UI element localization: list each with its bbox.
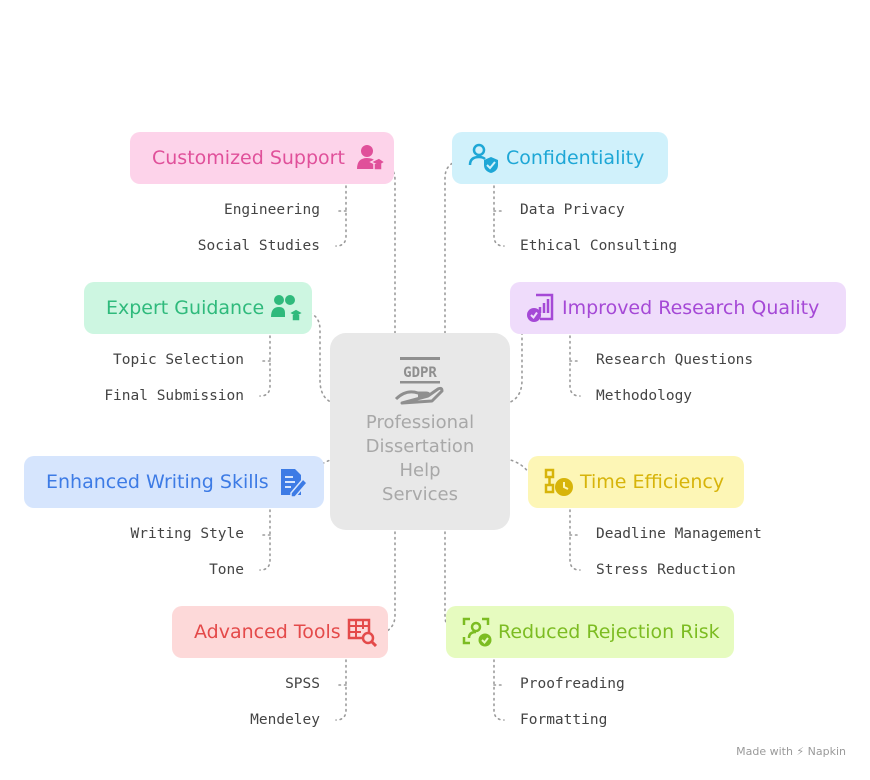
branch-label: Enhanced Writing Skills xyxy=(46,471,269,493)
sub-item: Proofreading xyxy=(520,676,625,692)
sub-item: Deadline Management xyxy=(596,526,762,542)
branch-enhanced-writing-skills: Enhanced Writing Skills xyxy=(24,456,324,508)
sub-item: Topic Selection xyxy=(113,352,244,368)
branch-improved-research-quality: Improved Research Quality xyxy=(510,282,846,334)
mentor-group-icon xyxy=(270,291,304,325)
central-topic-title: Professional Dissertation Help Services xyxy=(365,412,475,505)
document-edit-icon xyxy=(275,465,309,499)
central-topic: GDPR Professional Dissertation Help Serv… xyxy=(330,333,510,530)
sub-item: Engineering xyxy=(223,202,320,218)
branch-label: Customized Support xyxy=(152,147,345,169)
branch-advanced-tools: Advanced Tools xyxy=(172,606,388,658)
table-search-icon xyxy=(345,615,379,649)
sub-item: Research Questions xyxy=(596,352,754,368)
sub-item: Ethical Consulting xyxy=(520,238,678,254)
timeline-clock-icon xyxy=(542,465,576,499)
sub-item: Methodology xyxy=(596,388,693,404)
user-verified-icon xyxy=(460,615,494,649)
gdpr-logo-text: GDPR xyxy=(403,365,437,381)
sub-item: Stress Reduction xyxy=(596,562,736,578)
user-shield-icon xyxy=(466,141,500,175)
sub-item: SPSS xyxy=(285,676,320,692)
sub-item: Formatting xyxy=(520,712,608,728)
sub-item: Mendeley xyxy=(250,712,320,728)
made-with-napkin-credit[interactable]: Made with ⚡ Napkin xyxy=(736,745,846,758)
branch-label: Time Efficiency xyxy=(580,471,725,493)
branch-expert-guidance: Expert Guidance xyxy=(84,282,312,334)
sub-item: Writing Style xyxy=(130,526,245,542)
report-check-icon xyxy=(524,291,558,325)
branch-label: Expert Guidance xyxy=(106,297,265,319)
branch-confidentiality: Confidentiality xyxy=(452,132,668,184)
branch-customized-support: Customized Support xyxy=(130,132,394,184)
gdpr-hand-icon: GDPR xyxy=(394,357,444,405)
sub-item: Social Studies xyxy=(197,238,320,254)
branch-label: Improved Research Quality xyxy=(562,297,820,319)
branch-reduced-rejection-risk: Reduced Rejection Risk xyxy=(446,606,734,658)
sub-item: Tone xyxy=(209,562,244,578)
sub-item: Data Privacy xyxy=(520,202,625,218)
branch-label: Advanced Tools xyxy=(194,621,341,643)
sub-item: Final Submission xyxy=(104,388,244,404)
branch-label: Reduced Rejection Risk xyxy=(498,621,720,643)
graduate-user-icon xyxy=(353,141,387,175)
branch-label: Confidentiality xyxy=(506,147,645,169)
branch-time-efficiency: Time Efficiency xyxy=(528,456,744,508)
